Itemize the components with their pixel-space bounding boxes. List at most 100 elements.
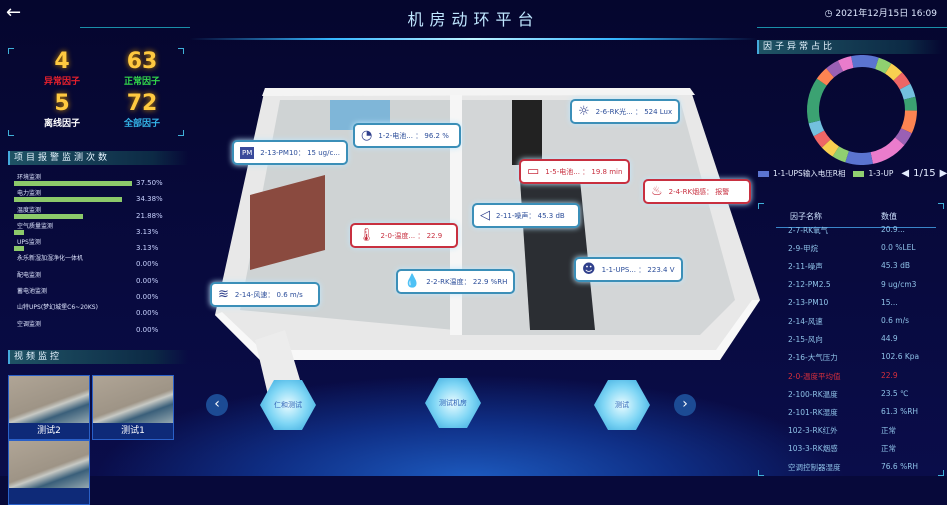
legend-swatch — [853, 170, 865, 177]
room-nav-label: 测试 — [615, 401, 629, 409]
sensor-tag[interactable]: ♨2-4-RK烟感： 报警 — [643, 179, 751, 204]
video-thumbnail[interactable]: 测试1 — [92, 375, 174, 440]
legend-item[interactable]: 1-1-UPS输入电压R相 — [773, 169, 846, 178]
donut-slice[interactable] — [903, 96, 917, 111]
donut-slice[interactable] — [821, 139, 840, 157]
donut-slice[interactable] — [899, 83, 916, 100]
factor-name: 2-0-温度平均值 — [788, 371, 841, 381]
column-header-value: 数值 — [881, 212, 897, 221]
factor-value: 45.3 dB — [881, 261, 910, 271]
room-nav-label: 测试机房 — [439, 399, 467, 407]
prev-room-button[interactable]: ‹ — [206, 394, 228, 416]
donut-slice[interactable] — [807, 78, 827, 124]
legend-page: 1/15 — [913, 168, 936, 179]
table-row[interactable]: 103-3-RK烟感 正常 — [770, 443, 940, 461]
legend-item[interactable]: 1-3-UP — [868, 169, 894, 178]
sensor-tag[interactable]: ☻1-1-UPS... ： 223.4 V — [574, 257, 683, 282]
bar-percent: 0.00% — [136, 276, 159, 285]
bar-fill — [14, 213, 83, 219]
donut-slice[interactable] — [895, 128, 912, 146]
factor-value: 76.6 %RH — [881, 461, 919, 471]
room-nav-button[interactable]: 测试机房 — [425, 378, 481, 428]
back-arrow-icon[interactable]: ← — [6, 2, 22, 23]
alarm-bar-item: 山特UPS(梦幻城堡C6~20KS)0.00% — [14, 302, 184, 318]
sensor-icon: ▭ — [527, 164, 540, 179]
donut-slice[interactable] — [816, 68, 834, 86]
donut-slice[interactable] — [851, 55, 879, 70]
sensor-reading: 2-14-风速： 0.6 m/s — [234, 290, 303, 299]
bar-percent: 0.00% — [136, 309, 159, 318]
bar-label: UPS监测 — [17, 239, 41, 247]
bar-label: 永乐新湿加湿净化一体机 — [17, 255, 84, 263]
donut-slice[interactable] — [870, 137, 905, 164]
factor-value: 正常 — [881, 444, 896, 454]
bar-fill — [14, 197, 123, 203]
factor-value: 0.0 %LEL — [881, 243, 916, 253]
video-section-title: 视频监控 — [8, 350, 188, 364]
factor-name: 2-12-PM2.5 — [788, 279, 831, 289]
legend-next-icon[interactable]: ▶ — [939, 168, 947, 179]
video-thumbnail[interactable]: 测试2 — [8, 375, 90, 440]
table-row[interactable]: 2-0-温度平均值 22.9 — [770, 371, 940, 389]
anomaly-donut-chart — [807, 55, 917, 165]
sensor-tag[interactable]: 🌡2-0-温度... ： 22.9 — [350, 223, 458, 248]
factor-value: 22.9 — [881, 370, 898, 380]
bar-label: 温度监测 — [17, 206, 42, 214]
stat-value: 72 — [126, 91, 158, 116]
sensor-tag[interactable]: ☼2-6-RK光... ： 524 Lux — [570, 99, 681, 124]
factor-name: 2-13-PM10 — [788, 297, 829, 307]
sensor-reading: 2-11-噪声： 45.3 dB — [496, 211, 565, 220]
next-room-button[interactable]: › — [674, 394, 696, 416]
donut-slice[interactable] — [845, 150, 873, 165]
stat-label: 全部因子 — [123, 119, 160, 129]
sensor-reading: 1-5-电池... ： 19.8 min — [545, 167, 623, 176]
sensor-reading: 2-4-RK烟感： 报警 — [668, 187, 730, 196]
sensor-tag[interactable]: ◁2-11-噪声： 45.3 dB — [472, 203, 580, 228]
chart-title: 因子异常占比 — [757, 40, 943, 54]
sensor-tag[interactable]: ◔1-2-电池... ： 96.2 % — [353, 123, 461, 148]
donut-slice[interactable] — [884, 63, 903, 81]
donut-slice[interactable] — [813, 130, 831, 148]
sensor-tag[interactable]: ▭ 1-5-电池... ： 19.8 min — [519, 159, 631, 184]
factor-name: 2-101-RK湿度 — [788, 408, 838, 417]
bar-label: 电力监测 — [17, 190, 42, 198]
donut-slice[interactable] — [832, 146, 849, 163]
alarm-section-title: 项目报警监测次数 — [8, 151, 188, 165]
sensor-icon: 💧 — [404, 274, 421, 289]
legend-prev-icon[interactable]: ◀ — [901, 168, 910, 179]
sensor-reading: 1-1-UPS... ： 223.4 V — [601, 265, 675, 274]
donut-slice[interactable] — [900, 110, 917, 134]
donut-slice[interactable] — [837, 56, 854, 72]
bar-percent: 21.88% — [136, 211, 163, 220]
table-row[interactable]: 102-3-RK红外正常 — [770, 425, 940, 443]
bar-label: 配电监测 — [17, 271, 42, 279]
donut-slice[interactable] — [808, 120, 825, 137]
donut-slice[interactable] — [826, 60, 844, 78]
factor-name: 103-3-RK烟感 — [788, 444, 838, 454]
factor-value: 正常 — [881, 426, 896, 436]
donut-slice[interactable] — [893, 72, 911, 90]
room-nav-button[interactable]: 仁和测试 — [260, 380, 316, 430]
video-caption: 测试2 — [37, 426, 61, 436]
sensor-tag[interactable]: ≋2-14-风速： 0.6 m/s — [210, 282, 320, 307]
donut-slice[interactable] — [875, 57, 892, 74]
sensor-tag[interactable]: 💧2-2-RK温度： 22.9 %RH — [396, 269, 516, 294]
